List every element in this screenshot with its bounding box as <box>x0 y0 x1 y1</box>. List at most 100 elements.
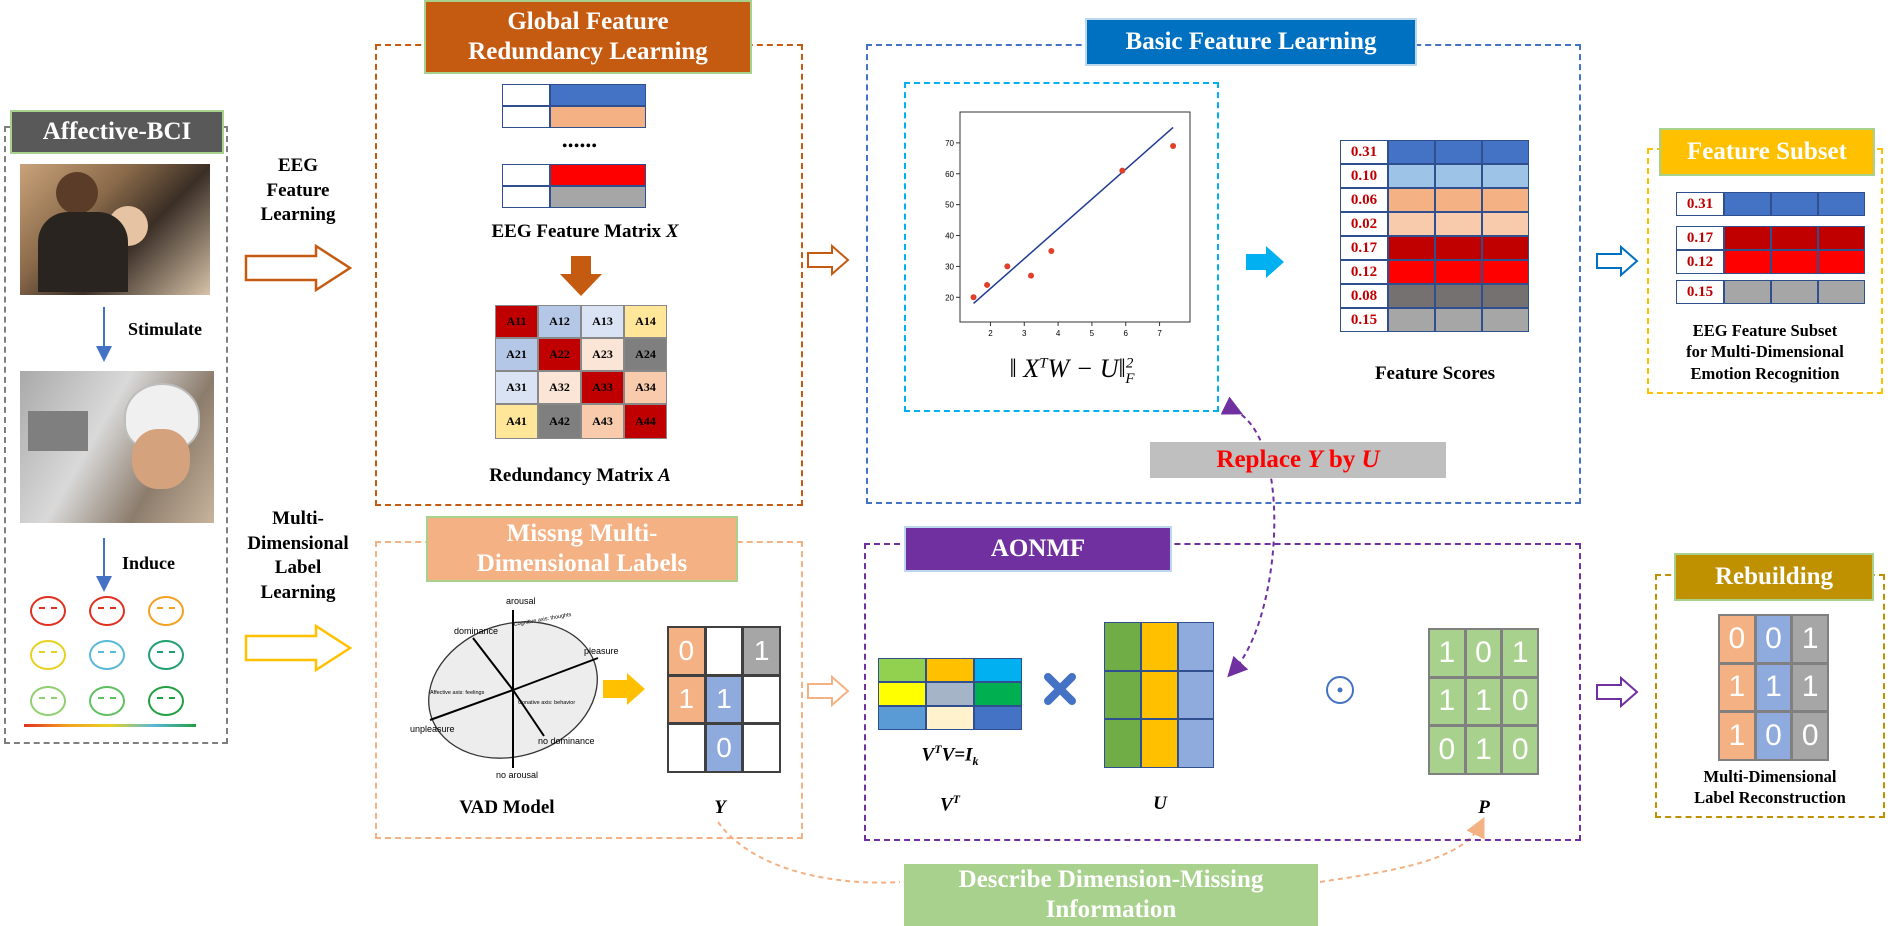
x-tick-label: 6 <box>1124 329 1129 338</box>
emotion-face-icon <box>89 686 125 716</box>
feature-score-bar <box>1435 236 1482 260</box>
feature-score-bar <box>1482 236 1529 260</box>
feature-score-value: 0.31 <box>1340 140 1388 164</box>
feature-score-bar <box>1435 260 1482 284</box>
subset-score-value: 0.17 <box>1676 226 1724 250</box>
arrow-eeg-to-global <box>244 243 353 293</box>
feature-score-value: 0.10 <box>1340 164 1388 188</box>
y-matrix-cell <box>704 626 744 676</box>
y-tick-label: 40 <box>945 232 954 241</box>
feature-score-bar <box>1482 164 1529 188</box>
feature-score-bar <box>1388 260 1435 284</box>
feature-score-bar <box>1482 188 1529 212</box>
p-matrix-cell: 1 <box>1428 628 1466 678</box>
p-matrix-cell: 0 <box>1501 676 1539 727</box>
rebuilt-matrix-cell: 1 <box>1791 662 1829 713</box>
y-tick-label: 30 <box>945 262 954 271</box>
eeg-feature-matrix-caption: EEG Feature Matrix X <box>491 221 679 242</box>
y-matrix-cell: 0 <box>704 723 744 773</box>
feature-score-value: 0.12 <box>1340 260 1388 284</box>
feature-score-bar <box>1388 236 1435 260</box>
y-matrix-cell: 1 <box>704 674 744 725</box>
aonmf-title: AONMF <box>904 526 1172 572</box>
induce-label: Induce <box>122 553 176 573</box>
rebuilt-matrix-cell: 1 <box>1718 662 1756 713</box>
eeg-feature-learning-label: EEG Feature Learning <box>260 155 336 226</box>
feature-score-value: 0.17 <box>1340 236 1388 260</box>
vad-model-caption: VAD Model <box>459 797 555 818</box>
objective-formula: ‖ XTW − U‖2F <box>1009 354 1135 388</box>
photo-eeg-cap <box>20 371 214 523</box>
photo-people <box>20 164 210 295</box>
svg-text:Conative axis: behavior: Conative axis: behavior <box>518 700 575 706</box>
replace-y-by-u-label: Replace Y by U <box>1150 442 1446 478</box>
subset-score-bar <box>1724 280 1771 304</box>
rebuilt-matrix-cell: 0 <box>1754 614 1793 664</box>
subset-score-bar <box>1771 250 1818 274</box>
rebuilt-matrix-cell: 1 <box>1718 711 1756 761</box>
y-matrix-caption: Y <box>714 797 726 818</box>
regression-plot-box <box>904 82 1219 412</box>
rebuilding-title: Rebuilding <box>1674 553 1874 601</box>
subset-score-bar <box>1724 226 1771 250</box>
arrow-global-to-basic <box>807 243 850 277</box>
rebuilt-matrix-cell: 1 <box>1754 662 1793 713</box>
feature-score-bar <box>1388 284 1435 308</box>
feature-score-value: 0.06 <box>1340 188 1388 212</box>
feature-score-bar <box>1482 260 1529 284</box>
rebuilt-matrix-cell: 1 <box>1791 614 1829 664</box>
rebuilding-caption: Multi-Dimensional Label Reconstruction <box>1694 767 1846 808</box>
u-matrix <box>1104 622 1214 768</box>
feature-score-bar <box>1435 308 1482 332</box>
feature-score-bar <box>1388 212 1435 236</box>
p-matrix-cell: 1 <box>1464 725 1503 775</box>
emotion-face-icon <box>148 640 184 670</box>
x-tick-label: 3 <box>1022 329 1027 338</box>
y-matrix-cell: 1 <box>667 674 706 725</box>
svg-text:pleasure: pleasure <box>584 646 619 656</box>
subset-score-bar <box>1724 250 1771 274</box>
describe-curve <box>717 821 1481 884</box>
stimulate-label: Stimulate <box>128 319 202 339</box>
feature-score-bar <box>1482 140 1529 164</box>
emotion-face-icon <box>148 686 184 716</box>
subset-score-value: 0.31 <box>1676 192 1724 216</box>
p-matrix-cell: 0 <box>1428 725 1466 775</box>
feature-score-bar <box>1482 308 1529 332</box>
svg-text:no dominance: no dominance <box>538 736 595 746</box>
feature-score-bar <box>1435 188 1482 212</box>
arrow-x-to-a <box>560 256 602 296</box>
arrow-basic-to-subset <box>1596 244 1639 278</box>
y-tick-label: 70 <box>945 139 954 148</box>
emotion-face-icon <box>89 640 125 670</box>
data-point <box>1028 272 1035 279</box>
y-tick-label: 60 <box>945 170 954 179</box>
y-tick-label: 20 <box>945 293 954 302</box>
vt-matrix <box>878 658 1022 730</box>
data-point <box>1119 167 1126 174</box>
p-matrix-cell: 1 <box>1501 628 1539 678</box>
emotion-face-icon <box>148 596 184 626</box>
y-tick-label: 50 <box>945 201 954 210</box>
y-matrix-cell <box>667 723 706 773</box>
subset-score-bar <box>1818 192 1865 216</box>
x-tick-label: 4 <box>1056 329 1061 338</box>
feature-score-value: 0.08 <box>1340 284 1388 308</box>
rebuilt-matrix-cell: 0 <box>1791 711 1829 761</box>
svg-text:arousal: arousal <box>506 596 536 606</box>
arrow-labels-to-missing <box>244 623 353 673</box>
describe-dimension-missing-label: Describe Dimension-Missing Information <box>904 864 1318 926</box>
vad-model-diagram: arousal no arousal pleasure unpleasure d… <box>410 596 619 780</box>
y-matrix-cell <box>742 723 781 773</box>
vt-caption: VT <box>939 792 961 816</box>
emotion-face-icon <box>30 640 66 670</box>
redundancy-matrix: A11 A12 A13 A14 A21 A22 A23 A24 A31 A32 … <box>495 305 667 439</box>
svg-text:unpleasure: unpleasure <box>410 724 455 734</box>
emotion-face-icon <box>30 686 66 716</box>
y-matrix-cell: 1 <box>742 626 781 676</box>
p-matrix-cell: 0 <box>1501 725 1539 775</box>
data-point <box>970 294 977 301</box>
